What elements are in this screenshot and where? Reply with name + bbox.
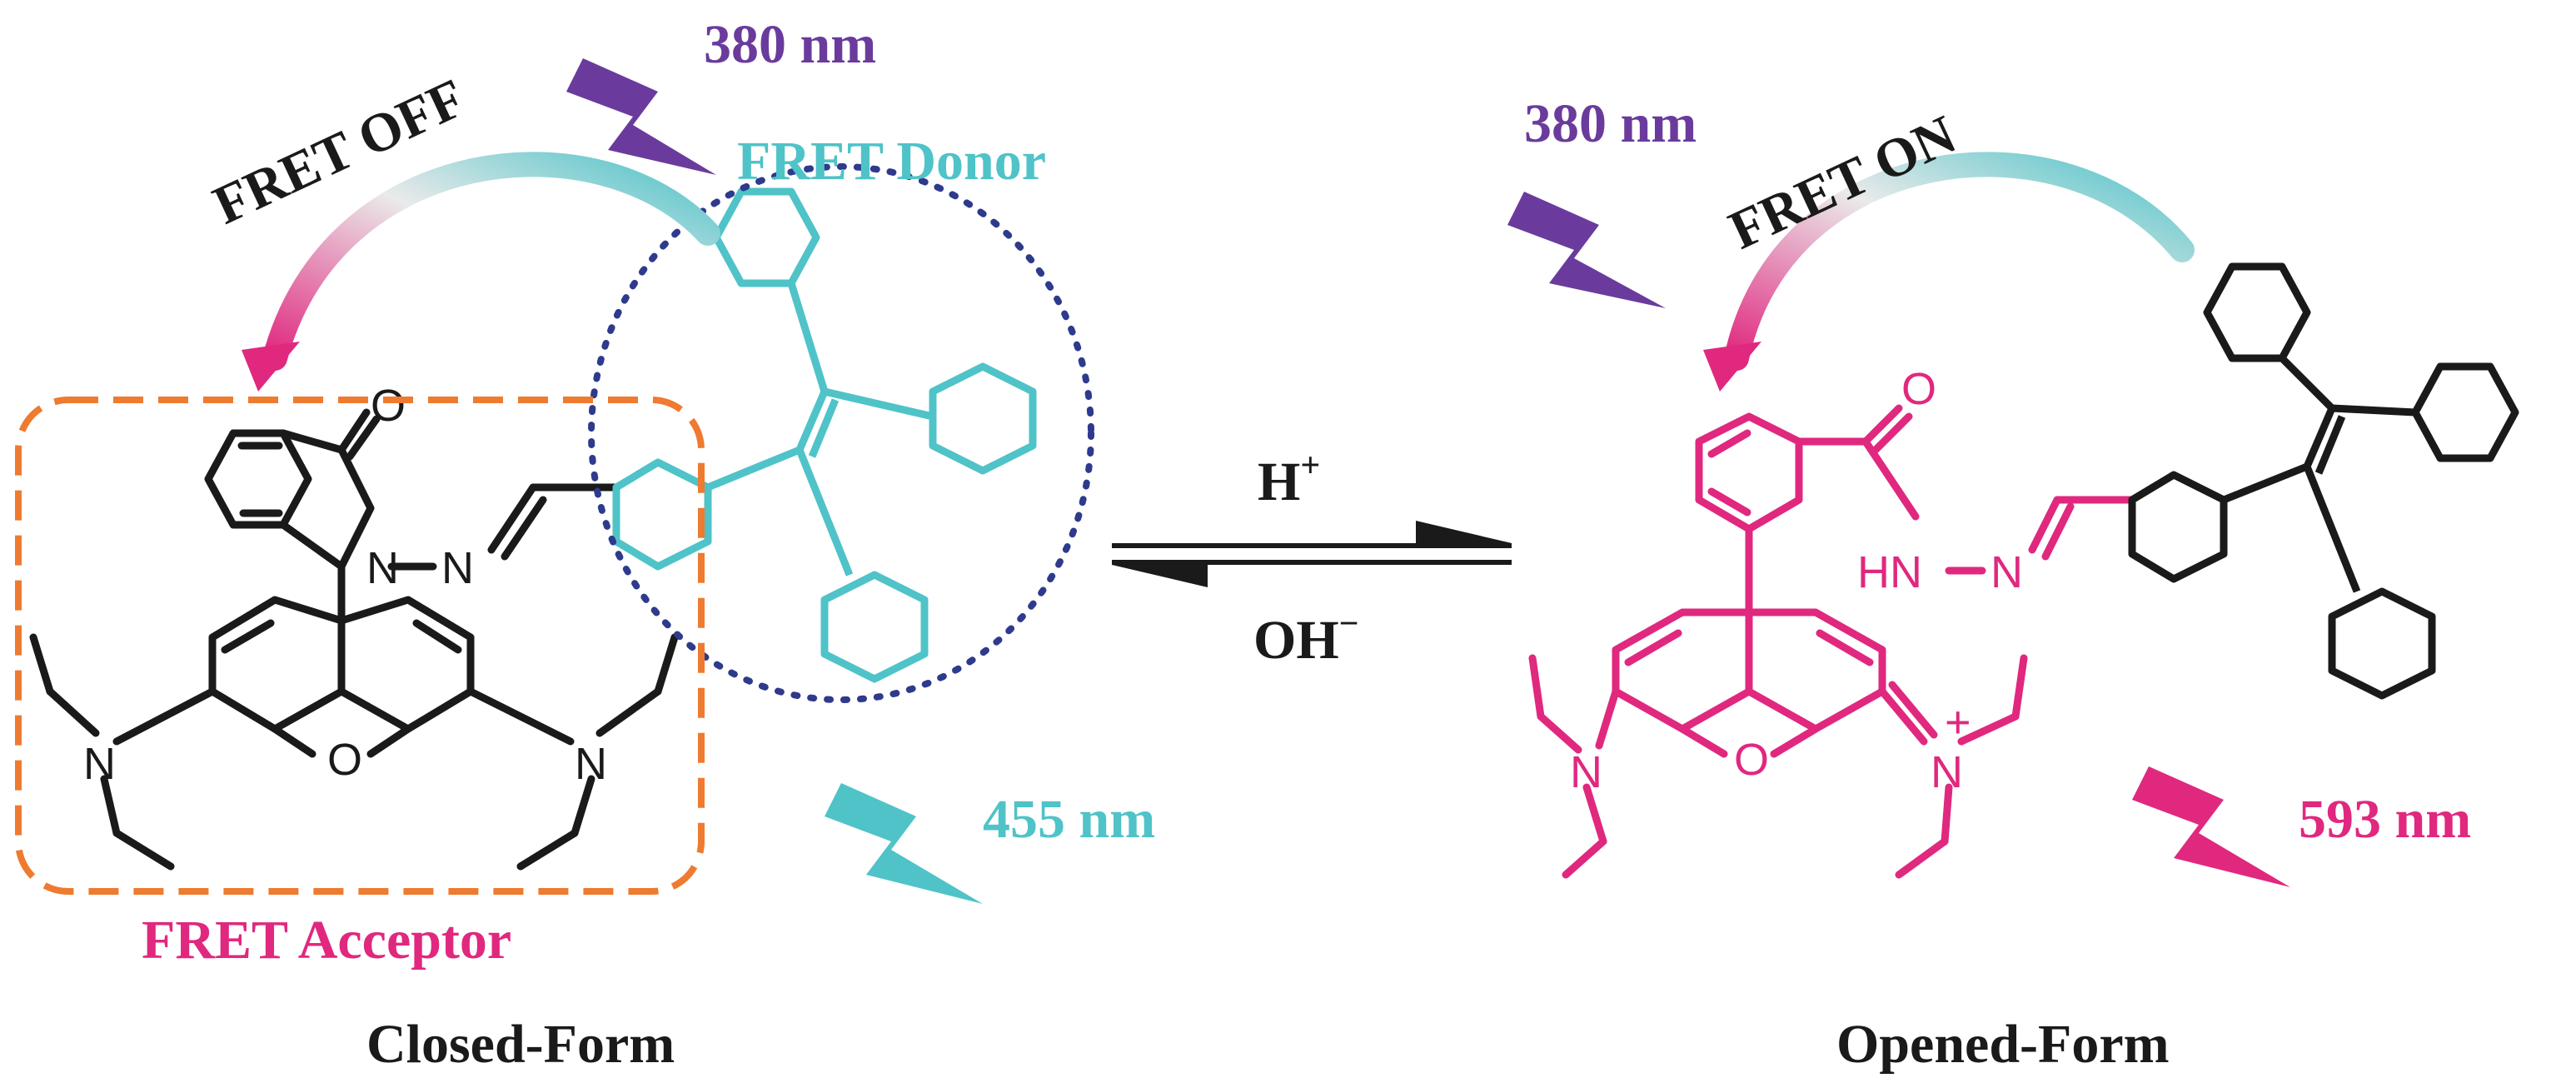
closed-form-structure (29, 408, 679, 871)
left-excitation-label: 380 nm (704, 14, 876, 75)
opened-tpe-linker-ring (2128, 471, 2228, 583)
tpe-linker-ring (612, 458, 712, 571)
reverse-condition-symbol: OH (1253, 610, 1339, 671)
atom-n-imine: N (441, 543, 474, 593)
closed-form-caption: Closed-Form (366, 1014, 675, 1075)
right-emission-label: 593 nm (2299, 789, 2471, 850)
fret-donor-label: FRET Donor (737, 131, 1046, 192)
opened-tpe-top-ring (2203, 262, 2311, 362)
opened-form-rhodamine-structure (1528, 404, 2136, 879)
curved-arrow-icon (242, 152, 720, 392)
tpe-right-ring (929, 362, 1037, 475)
tpe-top-ring (712, 187, 820, 287)
atom-o-xanthylium: O (1734, 735, 1769, 785)
opened-form-caption: Opened-Form (1836, 1014, 2170, 1075)
lightning-bolt-icon (1507, 192, 1666, 308)
tpe-donor-structure (612, 187, 1037, 683)
closed-form-atoms: O N N O N N (83, 381, 607, 789)
xanthene-left-ring (208, 596, 346, 733)
forward-condition-label: H+ (1258, 447, 1320, 512)
fret-acceptor-label: FRET Acceptor (142, 910, 511, 971)
opened-benzo-ring (1695, 412, 1803, 533)
right-excitation-label: 380 nm (1524, 93, 1697, 154)
atom-n-iminium: N (1931, 747, 1963, 797)
equilibrium-arrows-icon (1112, 521, 1512, 587)
atom-o-carbonyl: O (371, 381, 406, 431)
atom-hn-hydrazide: HN (1857, 547, 1922, 597)
reverse-condition-label: OH− (1253, 605, 1359, 671)
atom-n-left-amine-open: N (1570, 747, 1602, 797)
opened-tpe-right-ring (2411, 362, 2519, 462)
xanthene-right-ring (337, 596, 475, 733)
opened-tpe-bottom-ring (2328, 587, 2436, 700)
atom-n-hydrazone: N (1991, 547, 2023, 597)
reverse-condition-sup: − (1339, 605, 1359, 643)
lightning-bolt-icon (2132, 766, 2290, 887)
lightning-bolt-icon (825, 783, 983, 904)
opened-form-atoms: O HN N O N N + (1570, 364, 2023, 797)
atom-n-right-amine: N (575, 739, 607, 789)
atom-o-xanthene: O (327, 735, 362, 785)
fret-off-label: FRET OFF (204, 67, 474, 237)
opened-xanthene-left-ring (1612, 608, 1753, 733)
atom-n-left-amine: N (83, 739, 116, 789)
forward-condition-sup: + (1300, 447, 1320, 485)
curved-arrow-icon (1703, 152, 2195, 392)
fret-acceptor-box (15, 397, 705, 895)
atom-n-lactam: N (366, 543, 399, 593)
left-emission-label: 455 nm (983, 789, 1155, 850)
fret-donor-circle (588, 163, 1094, 703)
tpe-bottom-ring (820, 571, 929, 683)
lightning-bolt-icon (566, 58, 716, 175)
iminium-charge: + (1945, 697, 1971, 747)
opened-form-tpe-structure (2128, 262, 2519, 700)
forward-condition-symbol: H (1258, 452, 1300, 512)
atom-o-amide: O (1901, 364, 1936, 414)
opened-xanthene-right-ring (1745, 608, 1886, 733)
